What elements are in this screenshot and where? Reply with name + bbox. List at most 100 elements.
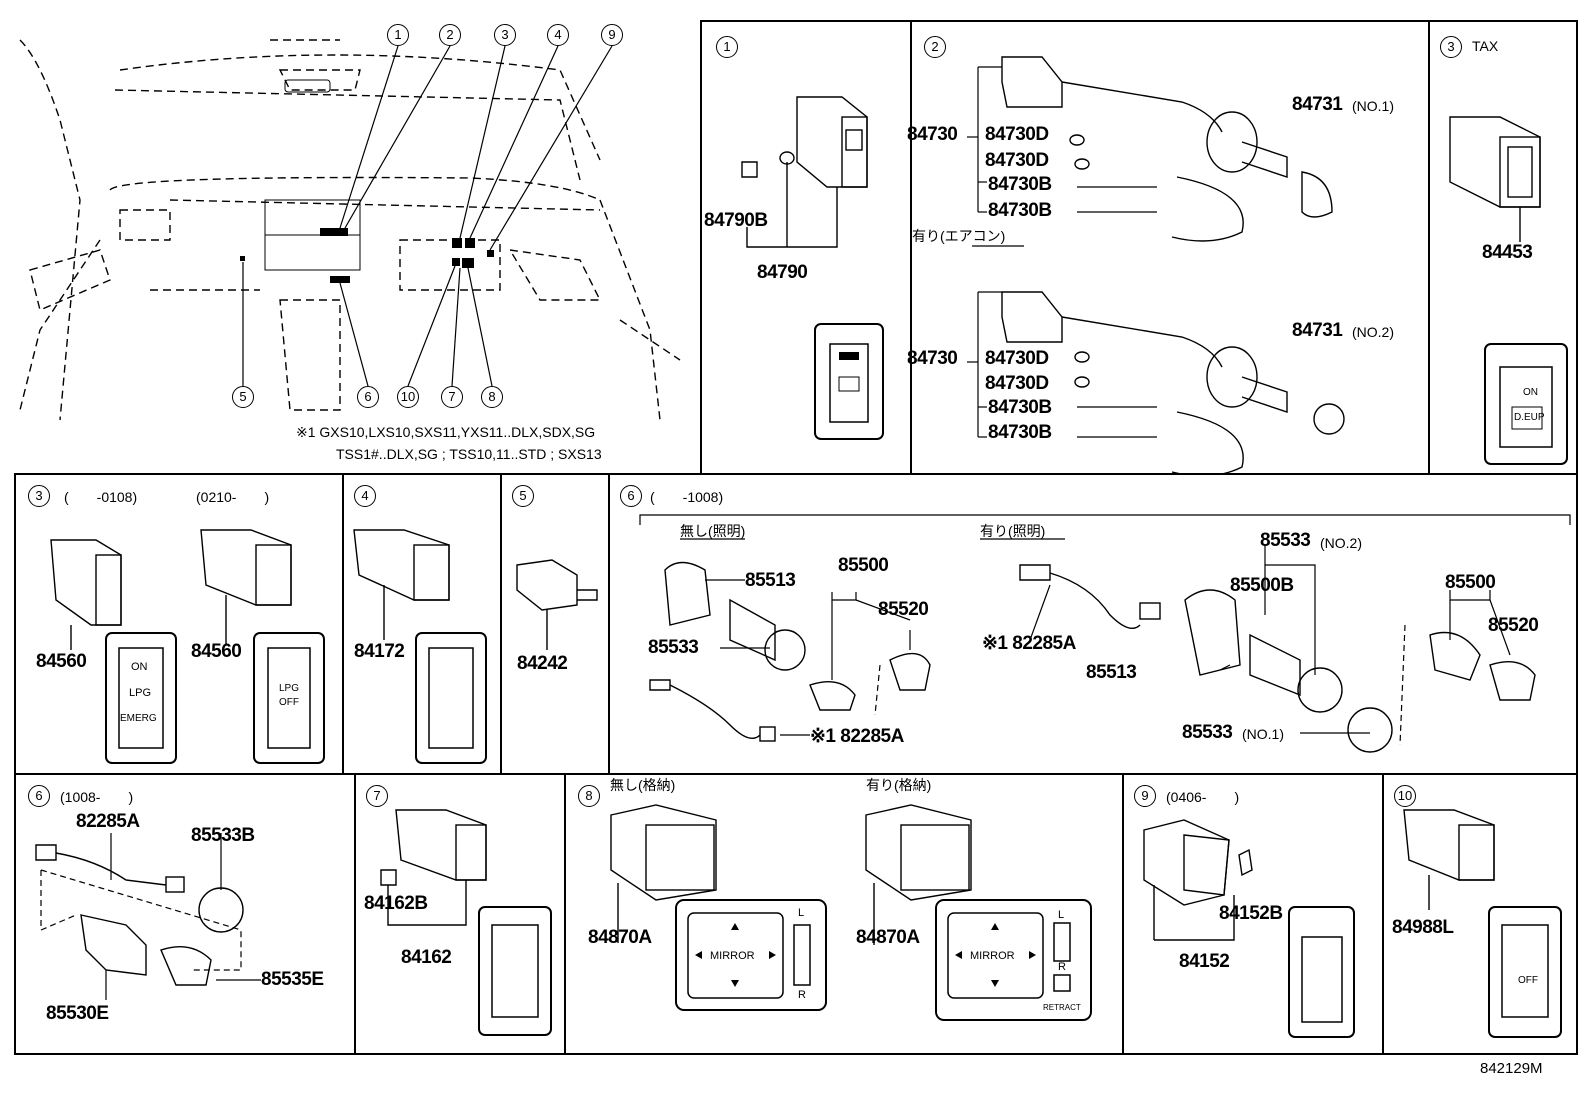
callout-2: 2 bbox=[439, 24, 461, 46]
part-84790[interactable]: 84790 bbox=[757, 262, 808, 283]
part-84870A[interactable]: 84870A bbox=[856, 927, 920, 948]
mirror-label: MIRROR bbox=[710, 950, 755, 962]
range-until-1008: ( -1008) bbox=[650, 489, 724, 505]
part-illustration bbox=[1403, 809, 1562, 1038]
panel-4: 4 84172 bbox=[342, 473, 502, 775]
callout-7: 7 bbox=[441, 386, 463, 408]
part-illustration bbox=[1449, 116, 1568, 465]
switch-label-emerg: EMERG bbox=[120, 713, 157, 724]
part-85500[interactable]: 85500 bbox=[1445, 572, 1496, 593]
part-85513[interactable]: 85513 bbox=[1086, 662, 1137, 683]
callout-4: 4 bbox=[547, 24, 569, 46]
part-84730D[interactable]: 84730D bbox=[985, 373, 1049, 394]
panel-number: 5 bbox=[512, 485, 534, 507]
applicability-note-2: TSS1#..DLX,SG ; TSS10,11..STD ; SXS13 bbox=[336, 446, 602, 462]
part-84730B[interactable]: 84730B bbox=[988, 200, 1052, 221]
part-84790B[interactable]: 84790B bbox=[704, 210, 768, 231]
right-label: R bbox=[1058, 961, 1066, 973]
range-from-0210: (0210- ) bbox=[196, 489, 270, 505]
part-85533[interactable]: 85533 bbox=[1182, 722, 1233, 743]
part-84152[interactable]: 84152 bbox=[1179, 951, 1230, 972]
part-illustration bbox=[50, 529, 325, 764]
range-from-0406: (0406- ) bbox=[1166, 789, 1240, 805]
part-84560[interactable]: 84560 bbox=[36, 651, 87, 672]
part-illustration bbox=[1143, 819, 1355, 1038]
part-84731[interactable]: 84731 bbox=[1292, 94, 1343, 115]
switch-label-lpg: LPG bbox=[129, 687, 152, 699]
panel-number: 2 bbox=[924, 36, 946, 58]
switch-label-off: OFF bbox=[1518, 975, 1538, 986]
variant-no1: (NO.1) bbox=[1352, 98, 1394, 114]
panel-number: 8 bbox=[578, 785, 600, 807]
part-84152B[interactable]: 84152B bbox=[1219, 903, 1283, 924]
callout-8: 8 bbox=[481, 386, 503, 408]
part-85513[interactable]: 85513 bbox=[745, 570, 796, 591]
panel-number: 4 bbox=[354, 485, 376, 507]
part-84453[interactable]: 84453 bbox=[1482, 242, 1533, 263]
panel-number: 10 bbox=[1394, 785, 1416, 807]
range-until-0108: ( -0108) bbox=[64, 489, 138, 505]
part-84730B[interactable]: 84730B bbox=[988, 174, 1052, 195]
part-84730[interactable]: 84730 bbox=[907, 348, 958, 369]
part-illustration bbox=[516, 559, 598, 650]
part-84560[interactable]: 84560 bbox=[191, 641, 242, 662]
part-84730D[interactable]: 84730D bbox=[985, 124, 1049, 145]
retract-label: RETRACT bbox=[1043, 1003, 1081, 1012]
variant-no1: (NO.1) bbox=[1242, 726, 1284, 742]
part-85530E[interactable]: 85530E bbox=[46, 1003, 109, 1024]
callout-6: 6 bbox=[357, 386, 379, 408]
panel-2: 2 84730 8 bbox=[907, 20, 1430, 477]
switch-label-off: OFF bbox=[279, 697, 299, 708]
part-85500B[interactable]: 85500B bbox=[1230, 575, 1294, 596]
part-84242[interactable]: 84242 bbox=[517, 653, 568, 674]
panel-number: 1 bbox=[716, 36, 738, 58]
switch-label-deup: D.EUP bbox=[1514, 412, 1545, 423]
callout-5: 5 bbox=[232, 386, 254, 408]
part-82285A[interactable]: 82285A bbox=[76, 811, 140, 832]
part-84172[interactable]: 84172 bbox=[354, 641, 405, 662]
panel-number: 6 bbox=[28, 785, 50, 807]
part-84162B[interactable]: 84162B bbox=[364, 893, 428, 914]
left-label: L bbox=[798, 907, 805, 919]
panel-9: 9 (0406- ) 84152B 84152 bbox=[1122, 773, 1384, 1055]
panel-6-from-1008: 6 (1008- ) 82285A 85533B 85530E 85535E bbox=[14, 773, 356, 1055]
part-82285A[interactable]: ※1 82285A bbox=[982, 633, 1076, 654]
part-84730[interactable]: 84730 bbox=[907, 124, 958, 145]
diagram-code: 842129M bbox=[1480, 1060, 1543, 1077]
panel-7: 7 84162B 84162 bbox=[354, 773, 566, 1055]
panel-5: 5 84242 bbox=[500, 473, 610, 775]
part-85520[interactable]: 85520 bbox=[1488, 615, 1539, 636]
subtitle-with-aircon: 有り(エアコン) bbox=[912, 228, 1006, 244]
part-85520[interactable]: 85520 bbox=[878, 599, 929, 620]
with-retract: 有り(格納) bbox=[866, 777, 932, 793]
panel-8: 8 無し(格納) 有り(格納) 84870A 84870A MIRROR MIR… bbox=[564, 773, 1124, 1055]
part-84730B[interactable]: 84730B bbox=[988, 397, 1052, 418]
variant-no2: (NO.2) bbox=[1320, 535, 1362, 551]
part-84730B[interactable]: 84730B bbox=[988, 422, 1052, 443]
panel-3: 3 ( -0108) (0210- ) 84560 84560 ON LPG E… bbox=[14, 473, 344, 775]
part-84730D[interactable]: 84730D bbox=[985, 348, 1049, 369]
without-lighting: 無し(照明) bbox=[680, 523, 746, 539]
left-label: L bbox=[1058, 909, 1065, 921]
part-84731[interactable]: 84731 bbox=[1292, 320, 1343, 341]
part-85533[interactable]: 85533 bbox=[1260, 530, 1311, 551]
part-84870A[interactable]: 84870A bbox=[588, 927, 652, 948]
part-illustration bbox=[967, 56, 1345, 477]
part-85533[interactable]: 85533 bbox=[648, 637, 699, 658]
part-illustration bbox=[741, 96, 884, 440]
part-84730D[interactable]: 84730D bbox=[985, 150, 1049, 171]
with-lighting: 有り(照明) bbox=[980, 523, 1046, 539]
part-84162[interactable]: 84162 bbox=[401, 947, 452, 968]
switch-label-lpg: LPG bbox=[279, 683, 300, 694]
switch-label-on: ON bbox=[131, 661, 148, 673]
switch-label-on: ON bbox=[1523, 387, 1538, 398]
mirror-label: MIRROR bbox=[970, 950, 1015, 962]
part-82285A[interactable]: ※1 82285A bbox=[810, 726, 904, 747]
panel-1: 1 84790B 84790 bbox=[700, 20, 912, 475]
callout-9: 9 bbox=[601, 24, 623, 46]
part-85535E[interactable]: 85535E bbox=[261, 969, 324, 990]
part-85500[interactable]: 85500 bbox=[838, 555, 889, 576]
part-84988L[interactable]: 84988L bbox=[1392, 917, 1454, 938]
part-illustration bbox=[639, 514, 1571, 753]
part-85533B[interactable]: 85533B bbox=[191, 825, 255, 846]
